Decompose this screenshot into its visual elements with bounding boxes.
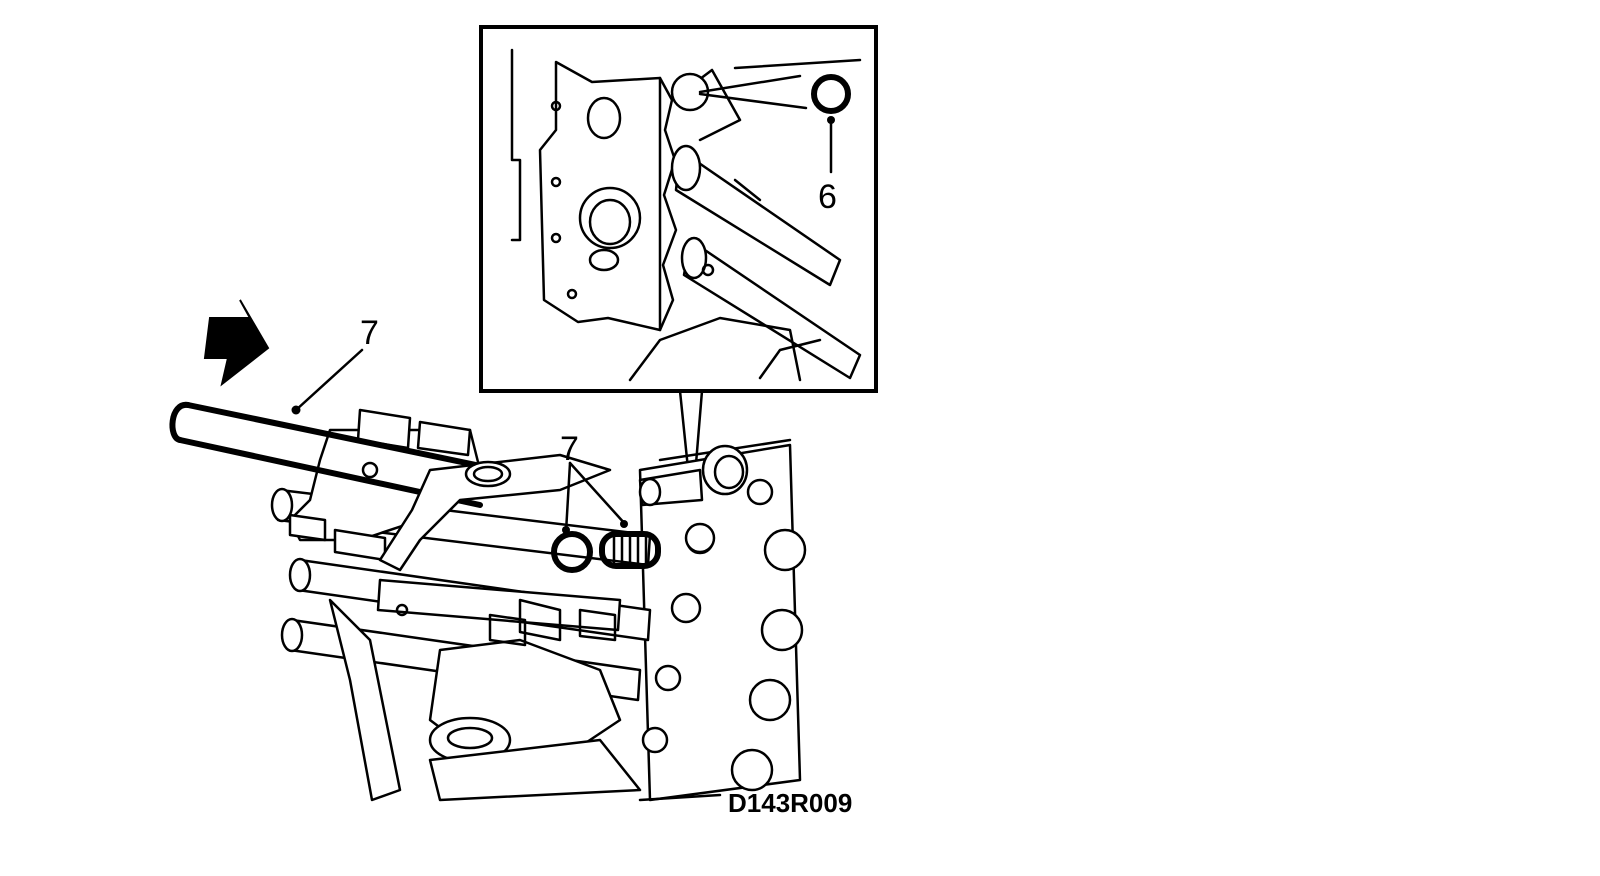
callout-7-detent: 7 bbox=[560, 430, 579, 468]
figure-code: D143R009 bbox=[728, 788, 852, 818]
gearbox-assembly bbox=[169, 348, 807, 802]
arrow-right-down-icon bbox=[203, 299, 270, 387]
callout-6: 6 bbox=[818, 178, 837, 216]
detent-spring bbox=[599, 531, 661, 569]
callout-7-shift-rod: 7 bbox=[360, 314, 379, 352]
inset-detail bbox=[479, 25, 878, 393]
